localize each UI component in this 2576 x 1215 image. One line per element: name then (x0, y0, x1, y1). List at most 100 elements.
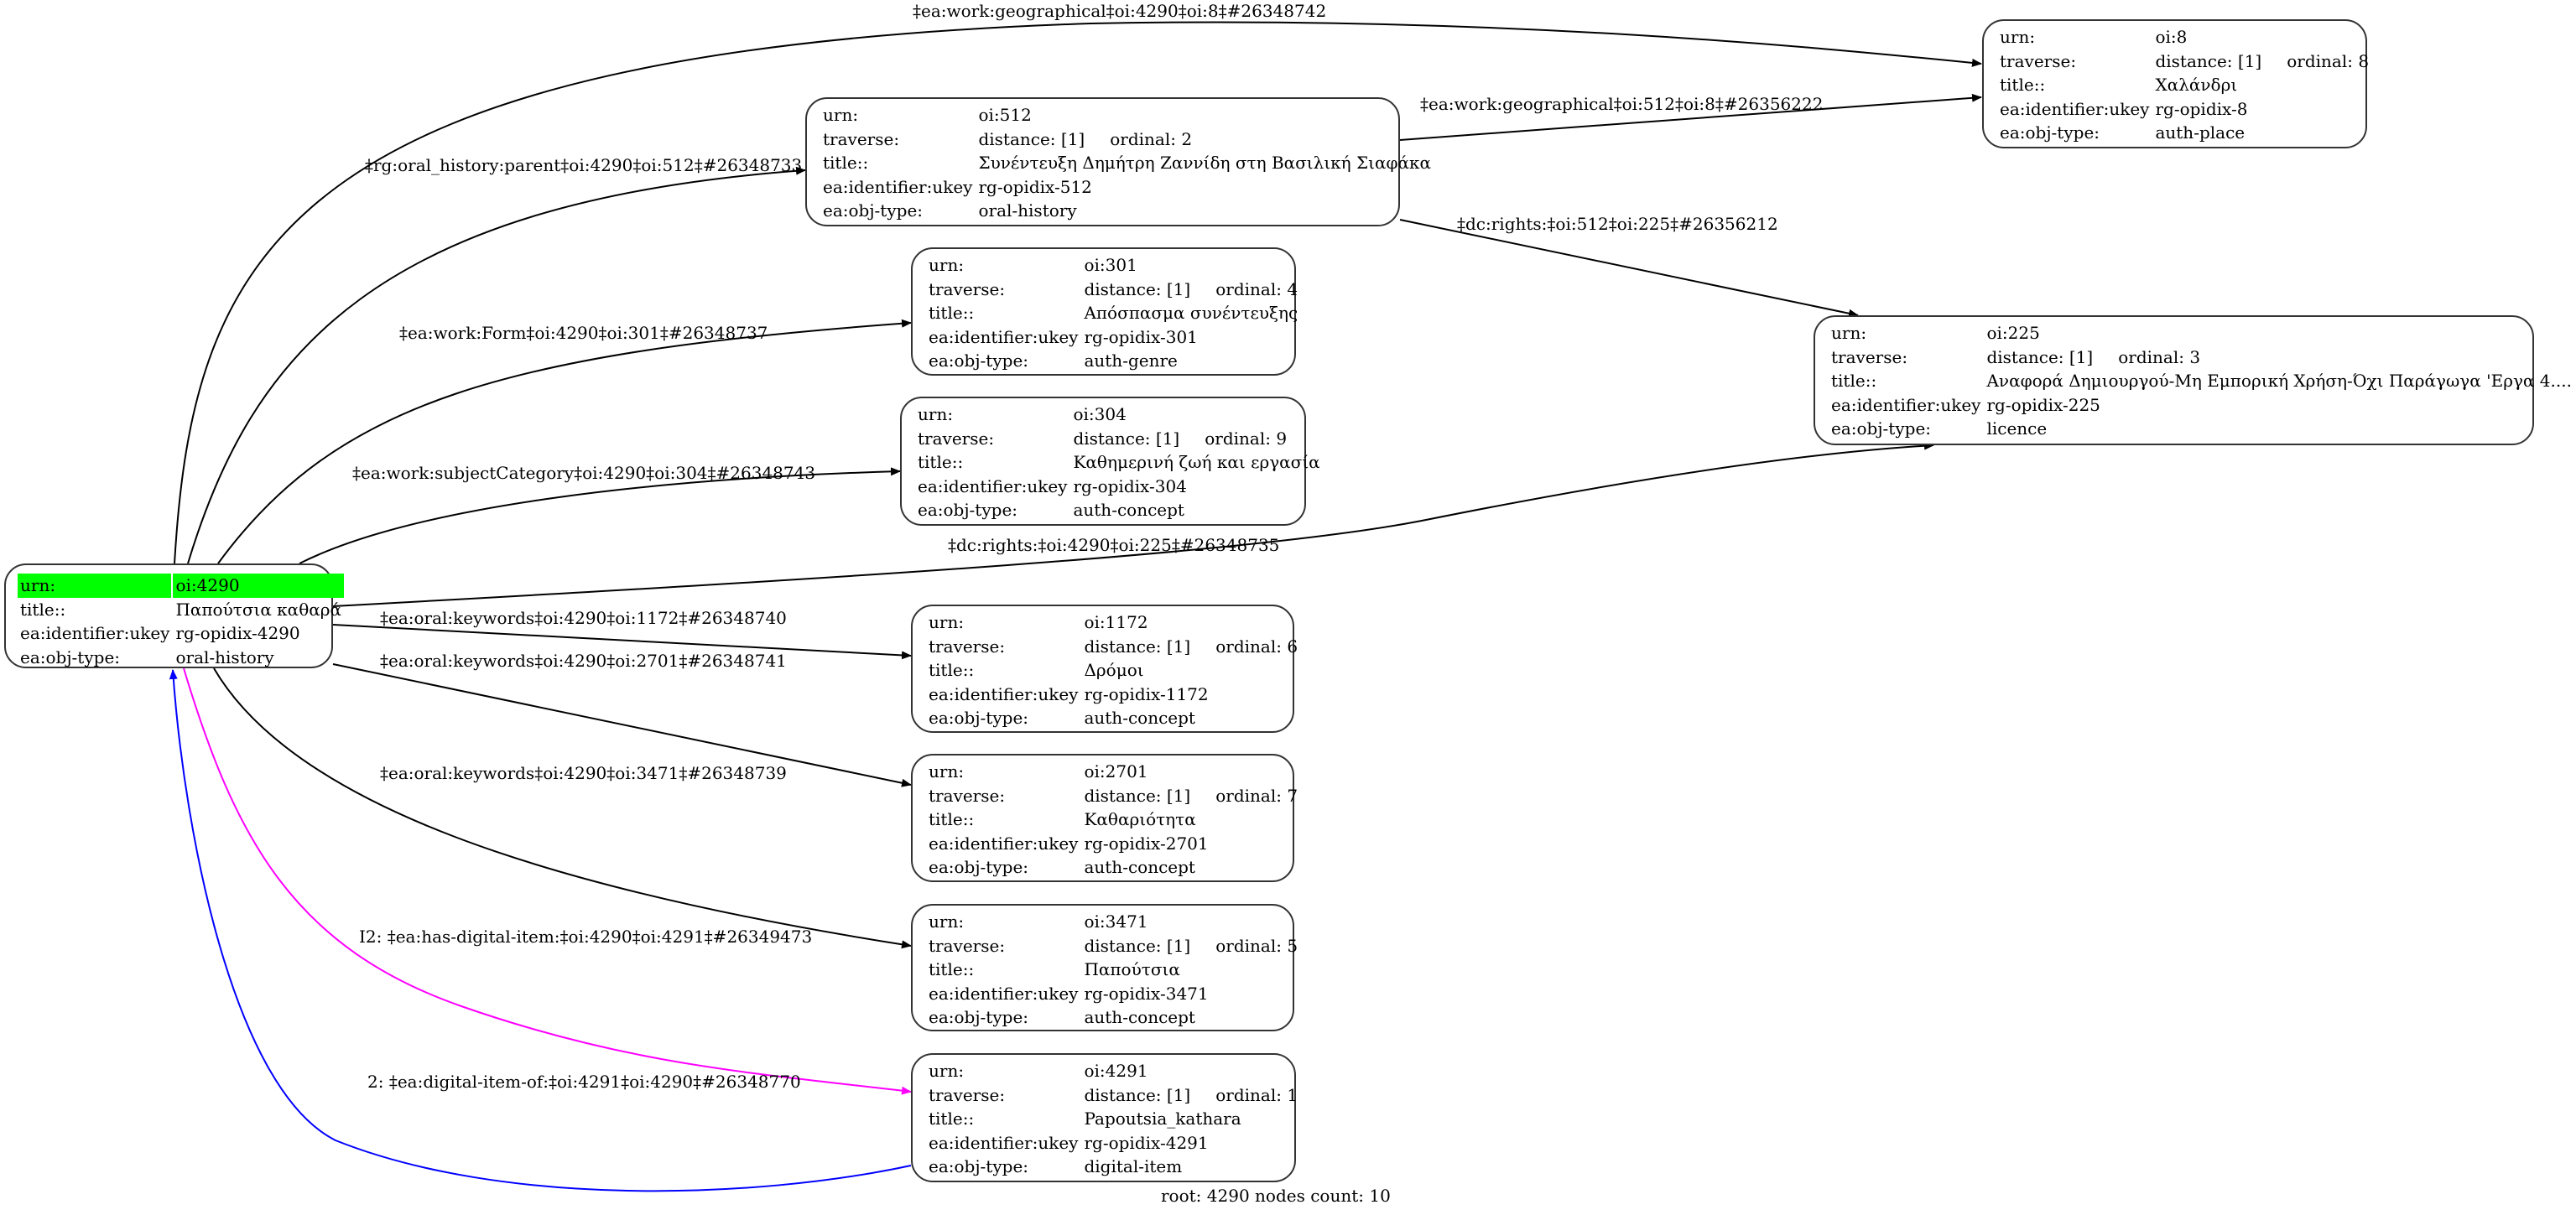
row-key: urn: (18, 574, 172, 598)
edge-label-4290-8: ‡ea:work:geographical‡oi:4290‡oi:8‡#2634… (913, 1, 1327, 21)
traverse-ordinal: ordinal: 7 (1215, 785, 1298, 806)
ukey-value: rg-opidix-1172 (1084, 683, 1209, 704)
obj-type-value: auth-place (2155, 122, 2246, 143)
obj-type-value: licence (1986, 418, 2048, 439)
ukey-value: rg-opidix-512 (978, 176, 1092, 197)
urn-value: oi:8 (2155, 27, 2188, 47)
row-obj-type: ea:obj-type: auth-concept (926, 855, 1300, 880)
row-traverse: traverse:distance: [1]ordinal: 5 (926, 934, 1300, 958)
traverse-value: distance: [1]ordinal: 9 (1070, 427, 1322, 451)
urn-value: oi:301 (1084, 255, 1137, 275)
row-key: traverse: (929, 785, 1006, 806)
edge-label-4290-4291: I2: ‡ea:has-digital-item:‡oi:4290‡oi:429… (359, 927, 813, 947)
traverse-value: distance: [1] ordinal: 2 (976, 127, 1434, 152)
obj-type-value: auth-concept (1084, 857, 1195, 877)
traverse-value: distance: [1]ordinal: 7 (1081, 784, 1300, 808)
urn-value: oi:3471 (1084, 911, 1148, 932)
row-urn: urn:oi:3471 (926, 910, 1300, 934)
obj-type-value: auth-genre (1084, 350, 1178, 371)
row-urn: urn:oi:1172 (926, 610, 1300, 635)
traverse-distance: distance: [1] (1084, 278, 1191, 299)
edge-4290-512 (187, 166, 806, 564)
traverse-ordinal: ordinal: 1 (1215, 1084, 1298, 1105)
traverse-ordinal: ordinal: 5 (1215, 935, 1298, 956)
obj-type-value: oral-history (978, 200, 1077, 221)
obj-type-value: digital-item (1084, 1156, 1183, 1176)
edge-label-4290-225: ‡dc:rights:‡oi:4290‡oi:225‡#26348735 (948, 535, 1280, 555)
row-title: title::Δρόμοι (926, 658, 1300, 683)
row-traverse: traverse:distance: [1]ordinal: 1 (926, 1083, 1300, 1108)
row-key: title:: (823, 153, 869, 173)
row-obj-type: ea:obj-type:auth-place (1997, 121, 2371, 145)
title-value: Καθημερινή ζωή και εργασία (1073, 452, 1320, 472)
row-key: ea:identifier:ukey (929, 683, 1079, 704)
row-obj-type: ea:obj-type:auth-concept (926, 1005, 1300, 1030)
root-row-urn: urn: oi:4290 (18, 574, 344, 598)
row-key: title:: (918, 452, 964, 472)
row-obj-type: ea:obj-type: licence (1829, 417, 2574, 441)
traverse-value: distance: [1]ordinal: 8 (2152, 49, 2371, 74)
row-obj-type: ea:obj-type:auth-concept (915, 498, 1323, 522)
row-traverse: traverse: distance: [1]ordinal: 7 (926, 784, 1300, 808)
row-key: traverse: (929, 636, 1006, 657)
row-key: urn: (929, 612, 965, 632)
title-value: Συνέντευξη Δημήτρη Ζαννίδη στη Βασιλική … (978, 153, 1432, 173)
root-node[interactable]: urn: oi:4290 title:: Παπούτσια καθαρά ea… (4, 563, 344, 668)
row-key: urn: (823, 105, 859, 125)
traverse-ordinal: ordinal: 2 (1110, 128, 1193, 149)
edge-label-4290-512: ‡rg:oral_history:parent‡oi:4290‡oi:512‡#… (365, 155, 803, 175)
edge-label-4290-3471: ‡ea:oral:keywords‡oi:4290‡oi:3471‡#26348… (380, 763, 787, 783)
row-key: ea:obj-type: (929, 350, 1029, 371)
traverse-value: distance: [1]ordinal: 5 (1081, 934, 1300, 958)
traverse-distance: distance: [1] (2155, 50, 2262, 71)
obj-type-value: auth-concept (1084, 708, 1195, 728)
row-urn: urn:oi:2701 (926, 760, 1300, 784)
row-traverse: traverse:distance: [1]ordinal: 2 (820, 127, 1434, 152)
traverse-distance: distance: [1] (1986, 346, 2094, 367)
row-key: traverse: (2000, 50, 2077, 71)
edge-4290-4291 (183, 667, 912, 1095)
row-traverse: traverse:distance: [1]ordinal: 9 (915, 427, 1323, 451)
row-title: title::Αναφορά Δημιουργού-Μη Εμπορική Χρ… (1829, 369, 2574, 393)
traverse-distance: distance: [1] (978, 128, 1085, 149)
row-urn: urn:oi:304 (915, 402, 1323, 427)
row-key: title:: (929, 809, 975, 829)
row-key: ea:identifier:ukey (929, 326, 1079, 347)
row-key: title:: (929, 660, 975, 680)
edge-label-4290-301: ‡ea:work:Form‡oi:4290‡oi:301‡#26348737 (399, 323, 768, 343)
ukey-value: rg-opidix-301 (1084, 326, 1198, 347)
row-key: urn: (929, 761, 965, 781)
urn-value: oi:225 (1986, 323, 2040, 343)
row-key: ea:identifier:ukey (918, 475, 1068, 496)
traverse-ordinal: ordinal: 4 (1215, 278, 1298, 299)
edge-label-4290-2701: ‡ea:oral:keywords‡oi:4290‡oi:2701‡#26348… (380, 651, 787, 671)
traverse-ordinal: ordinal: 9 (1205, 428, 1288, 449)
row-obj-type: ea:obj-type: auth-genre (926, 349, 1300, 373)
row-title: title::Συνέντευξη Δημήτρη Ζαννίδη στη Βα… (820, 151, 1434, 175)
row-obj-type: ea:obj-type:oral-history (820, 199, 1434, 223)
row-key: ea:obj-type: (1831, 418, 1932, 439)
ukey-value: rg-opidix-8 (2155, 98, 2248, 119)
row-key: title:: (20, 599, 66, 620)
edge-4290-225 (332, 441, 1934, 607)
row-key: ea:obj-type: (929, 708, 1029, 728)
row-title: title::Papoutsia_kathara (926, 1107, 1300, 1131)
row-key: ea:obj-type: (929, 857, 1029, 877)
ukey-value: rg-opidix-304 (1073, 475, 1187, 496)
traverse-ordinal: ordinal: 6 (1215, 636, 1298, 657)
